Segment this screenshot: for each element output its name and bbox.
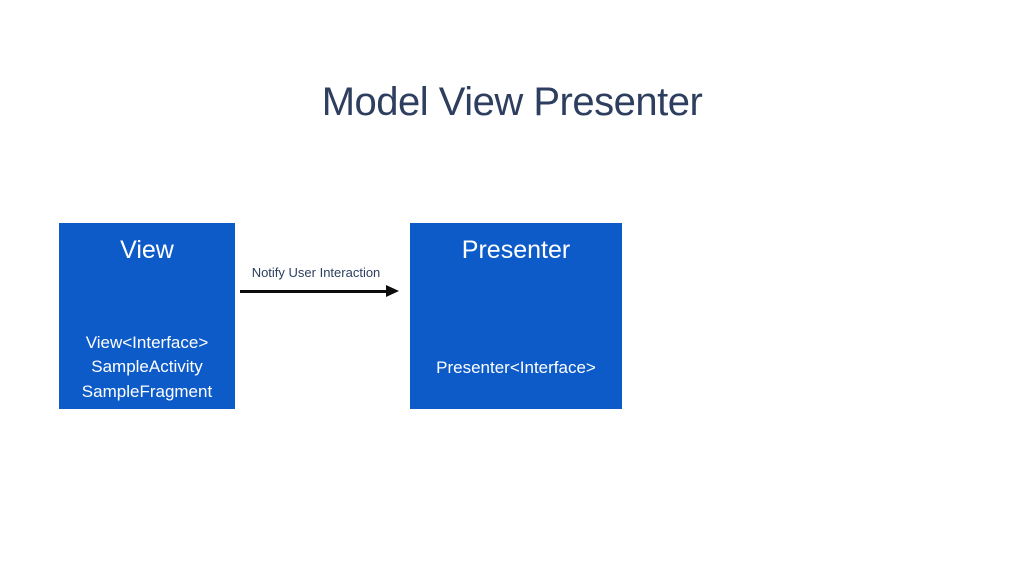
- member-presenter-interface: Presenter<Interface>: [436, 357, 596, 377]
- member-sample-fragment: SampleFragment: [81, 381, 213, 401]
- view-box: View View<Interface> SampleActivity Samp…: [59, 223, 235, 409]
- slide-title: Model View Presenter: [321, 80, 703, 124]
- arrow-right-icon: [386, 285, 399, 297]
- arrow-label: Notify User Interaction: [251, 265, 381, 280]
- arrow-line: [240, 290, 387, 293]
- view-box-heading: View: [120, 236, 174, 264]
- member-view-interface: View<Interface>: [85, 332, 209, 352]
- member-sample-activity: SampleActivity: [91, 357, 203, 376]
- presenter-box-heading: Presenter: [461, 236, 571, 264]
- view-box-members: View<Interface> SampleActivity SampleFra…: [59, 331, 235, 405]
- presenter-box: Presenter Presenter<Interface>: [410, 223, 622, 409]
- presenter-box-members: Presenter<Interface>: [410, 356, 622, 381]
